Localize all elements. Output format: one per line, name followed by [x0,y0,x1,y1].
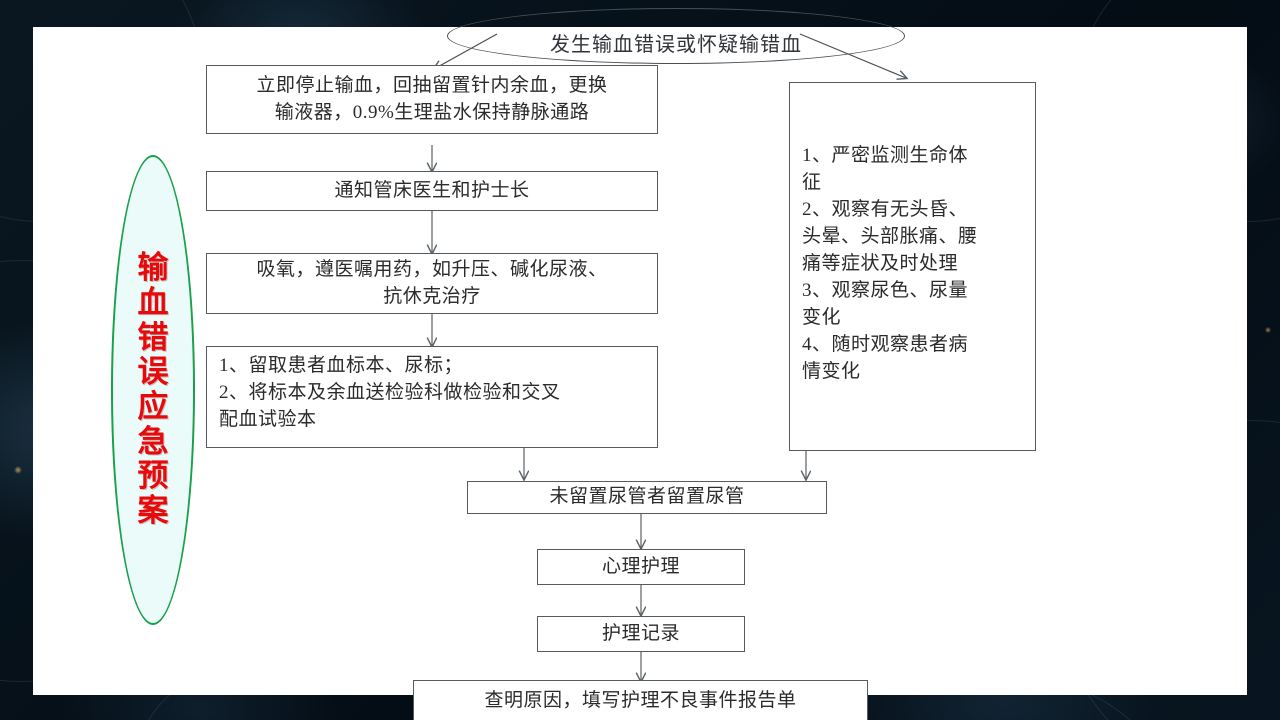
node-incident-report[interactable]: 查明原因，填写护理不良事件报告单 [413,680,868,720]
node-line: 心理护理 [601,555,680,577]
node-line: 痛等症状及时处理 [802,252,959,274]
node-line: 2、将标本及余血送检验科做检验和交叉 [219,381,561,403]
start-node-ellipse[interactable]: 发生输血错误或怀疑输错血 [447,8,905,64]
node-monitoring[interactable]: 1、严密监测生命体 征 2、观察有无头昏、 头晕、头部胀痛、腰 痛等症状及时处理… [789,82,1036,451]
node-line: 通知管床医生和护士长 [334,179,530,201]
slide-canvas: 发生输血错误或怀疑输错血 输 血 错 误 应 急 预 案 立即停止输血，回抽留置… [33,8,1247,720]
node-notify-doctor[interactable]: 通知管床医生和护士长 [206,171,658,211]
node-line: 立即停止输血，回抽留置针内余血，更换 [256,74,608,96]
node-catheter[interactable]: 未留置尿管者留置尿管 [467,481,827,514]
node-oxygen-medication[interactable]: 吸氧，遵医嘱用药，如升压、碱化尿液、 抗休克治疗 [206,253,658,314]
node-line: 1、留取患者血标本、尿标； [219,355,464,376]
title-char: 误 [137,354,169,390]
start-node-label: 发生输血错误或怀疑输错血 [550,34,802,56]
node-line: 2、观察有无头昏、 [802,198,969,220]
title-char: 急 [137,423,169,459]
node-line: 吸氧，遵医嘱用药，如升压、碱化尿液、 [256,258,608,280]
title-char: 预 [137,458,169,494]
title-char: 案 [137,493,169,529]
node-line: 配血试验本 [219,408,317,430]
title-char: 错 [137,319,169,355]
node-line: 征 [802,171,822,193]
node-line: 1、严密监测生命体 [802,145,969,166]
node-line: 未留置尿管者留置尿管 [549,486,745,508]
node-psych-care[interactable]: 心理护理 [537,549,745,585]
title-char: 输 [137,250,169,286]
node-line: 头晕、头部胀痛、腰 [802,225,978,247]
node-nursing-record[interactable]: 护理记录 [537,616,745,652]
title-char: 血 [137,284,169,320]
node-line: 4、随时观察患者病 [802,333,969,355]
node-line: 情变化 [802,360,861,382]
node-line: 3、观察尿色、尿量 [802,279,969,301]
title-char: 应 [137,389,169,424]
node-specimen-collection[interactable]: 1、留取患者血标本、尿标； 2、将标本及余血送检验科做检验和交叉 配血试验本 [206,346,658,448]
node-line: 变化 [802,306,842,328]
node-line: 护理记录 [601,622,680,644]
node-line: 抗休克治疗 [383,285,481,307]
plan-title-ellipse: 输 血 错 误 应 急 预 案 [111,155,195,625]
plan-title-text: 输 血 错 误 应 急 预 案 [137,250,169,529]
node-stop-transfusion[interactable]: 立即停止输血，回抽留置针内余血，更换 输液器，0.9%生理盐水保持静脉通路 [206,65,658,134]
node-line: 查明原因，填写护理不良事件报告单 [484,689,797,711]
node-line: 输液器，0.9%生理盐水保持静脉通路 [274,101,590,123]
